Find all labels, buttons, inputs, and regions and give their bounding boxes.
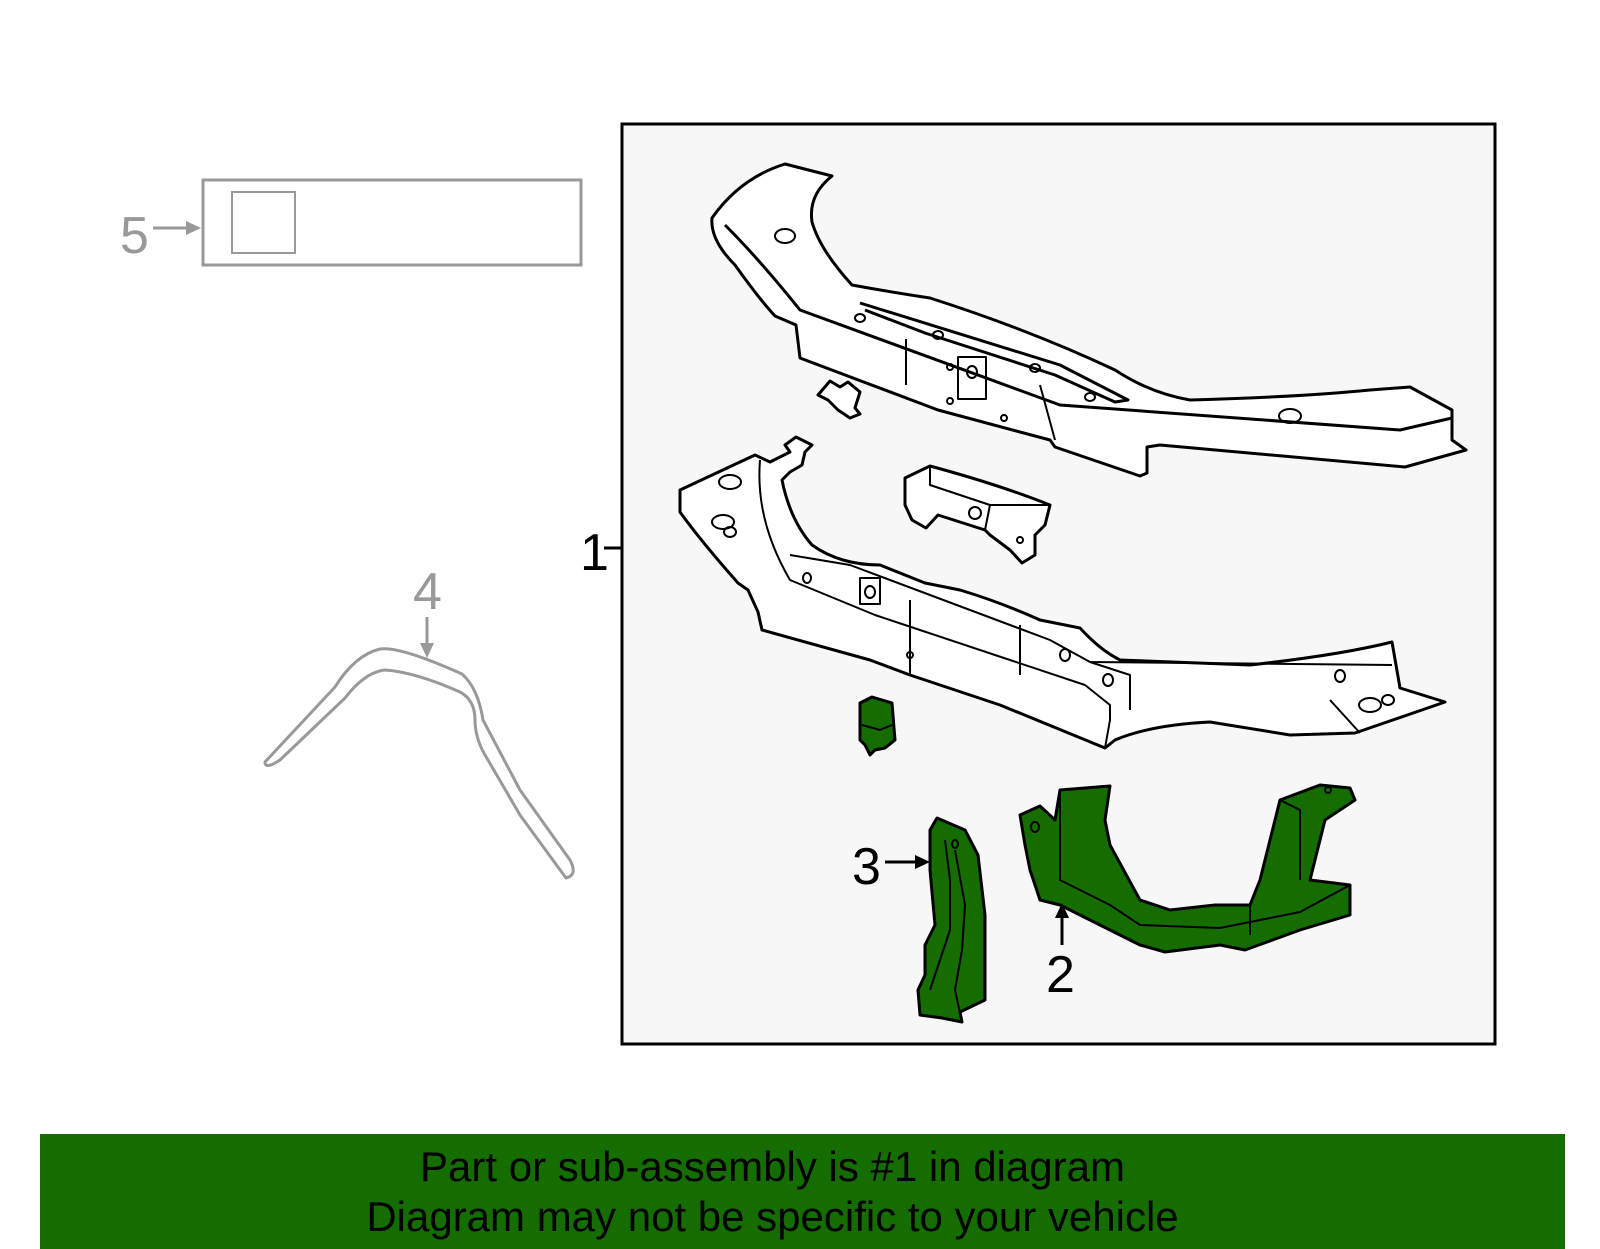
callout-3: 3 (852, 838, 930, 896)
banner-line-1: Part or sub-assembly is #1 in diagram (420, 1142, 1125, 1190)
lower-tie-bar (678, 435, 1447, 750)
part-5-label-box[interactable] (201, 178, 583, 267)
clip (816, 379, 862, 420)
svg-text:4: 4 (413, 563, 442, 621)
part-2-lower-bracket[interactable] (1018, 783, 1357, 954)
small-bracket (858, 695, 897, 757)
callout-5: 5 (120, 207, 201, 265)
part-3-side-support[interactable] (916, 816, 987, 1024)
upper-tie-bar (710, 162, 1468, 478)
svg-text:5: 5 (120, 207, 149, 265)
banner-line-2: Diagram may not be specific to your vehi… (366, 1192, 1179, 1240)
info-banner: Part or sub-assembly is #1 in diagram Di… (40, 1134, 1565, 1249)
part-4-strip[interactable] (263, 647, 575, 880)
callout-4: 4 (413, 563, 442, 658)
callout-1: 1 (580, 524, 622, 582)
svg-text:2: 2 (1046, 946, 1075, 1004)
svg-text:3: 3 (852, 838, 881, 896)
callout-2: 2 (1046, 903, 1075, 1004)
svg-text:1: 1 (580, 524, 609, 582)
center-bracket (903, 464, 1052, 565)
parts-diagram: 5 4 1 (120, 122, 1497, 1046)
